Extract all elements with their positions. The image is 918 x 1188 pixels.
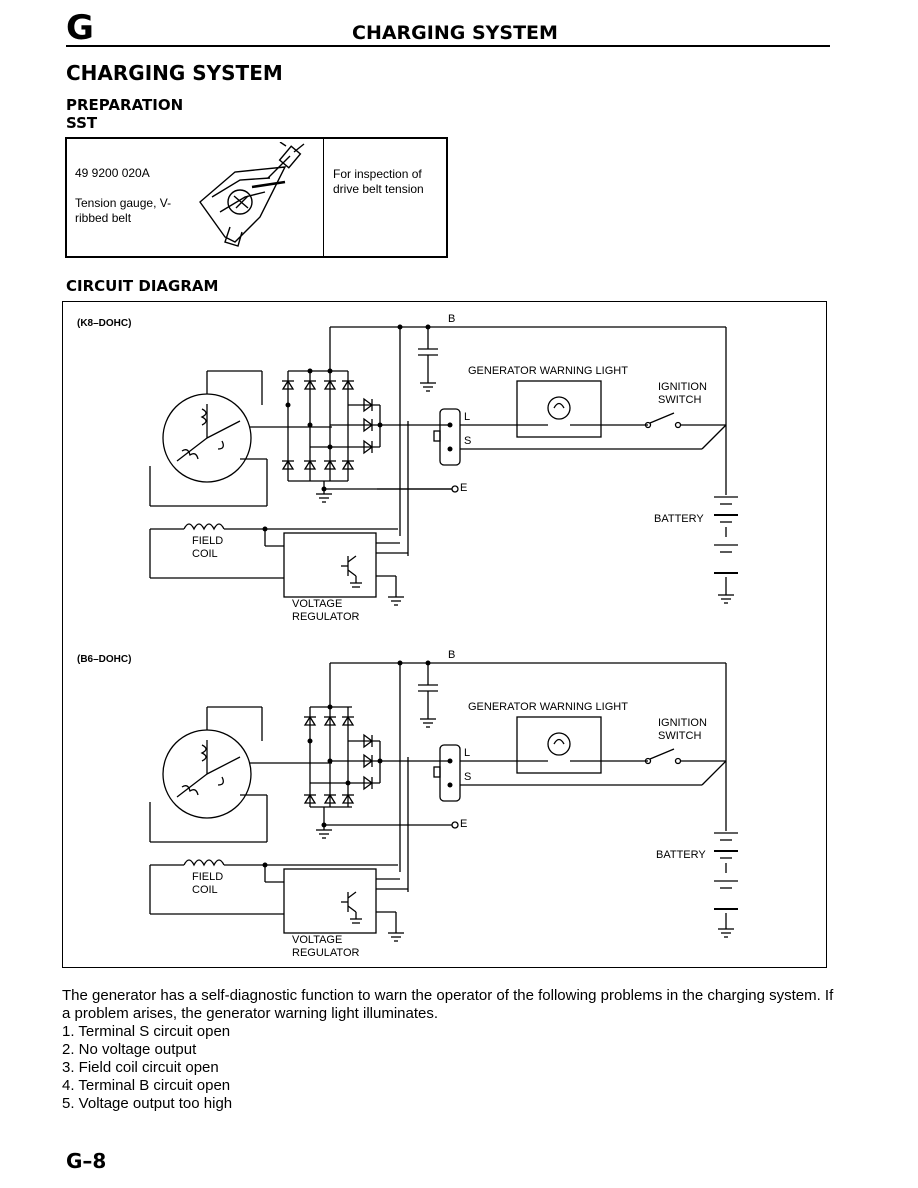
list-item: 1. Terminal S circuit open [62, 1023, 231, 1040]
warning-light-label: GENERATOR WARNING LIGHT [468, 701, 628, 713]
list-item: 4. Terminal B circuit open [62, 1077, 231, 1094]
sst-table-divider [323, 137, 324, 258]
ignition-label: IGNITION [658, 717, 707, 729]
ignition-label: IGNITION [658, 381, 707, 393]
tool-number: 49 9200 020A [75, 166, 150, 180]
terminal-l-label: L [464, 747, 471, 759]
header-rule [66, 45, 830, 47]
list-item: 2. No voltage output [62, 1041, 197, 1058]
switch-label: SWITCH [658, 394, 702, 406]
coil-label: COIL [192, 548, 218, 560]
list-item: 3. Field coil circuit open [62, 1059, 219, 1076]
voltage-label: VOLTAGE [292, 934, 343, 946]
battery-label: BATTERY [654, 513, 704, 525]
warning-light-label: GENERATOR WARNING LIGHT [468, 365, 628, 377]
circuit-diagram-frame [62, 301, 827, 968]
circuit-diagram-heading: CIRCUIT DIAGRAM [66, 277, 219, 295]
field-label: FIELD [192, 871, 224, 883]
terminal-e-label: E [460, 818, 468, 830]
tension-gauge-illustration [199, 142, 305, 247]
regulator-label: REGULATOR [292, 611, 360, 623]
engine-label: (B6–DOHC) [77, 654, 132, 665]
terminal-b-label: B [448, 649, 456, 661]
sst-heading: SST [66, 114, 98, 132]
page-title: CHARGING SYSTEM [66, 61, 283, 85]
preparation-heading: PREPARATION [66, 96, 184, 114]
battery-label: BATTERY [656, 849, 706, 861]
circuit-diagram-k8: (K8–DOHC) B GENERATOR WARNING LIGHT IGNI… [62, 301, 827, 636]
sst-table [65, 137, 448, 258]
terminal-b-label: B [448, 313, 456, 325]
field-label: FIELD [192, 535, 224, 547]
terminal-e-label: E [460, 482, 468, 494]
circuit-schematic [149, 660, 738, 942]
description-intro: The generator has a self-diagnostic func… [62, 987, 834, 1022]
terminal-s-label: S [464, 435, 472, 447]
section-letter: G [66, 8, 94, 48]
header-title: CHARGING SYSTEM [352, 22, 558, 44]
voltage-label: VOLTAGE [292, 598, 343, 610]
terminal-l-label: L [464, 411, 471, 423]
page-number: G–8 [66, 1149, 107, 1173]
list-item: 5. Voltage output too high [62, 1095, 233, 1112]
engine-label: (K8–DOHC) [77, 318, 132, 329]
regulator-label: REGULATOR [292, 947, 360, 959]
terminal-s-label: S [464, 771, 472, 783]
circuit-diagram-b6: (B6–DOHC) B GENERATOR WARNING LIGHT IGNI… [62, 637, 827, 967]
coil-label: COIL [192, 884, 218, 896]
tool-purpose: For inspection of drive belt tension [333, 167, 424, 196]
tool-name: Tension gauge, V-ribbed belt [75, 196, 172, 225]
switch-label: SWITCH [658, 730, 702, 742]
circuit-schematic [149, 324, 738, 606]
